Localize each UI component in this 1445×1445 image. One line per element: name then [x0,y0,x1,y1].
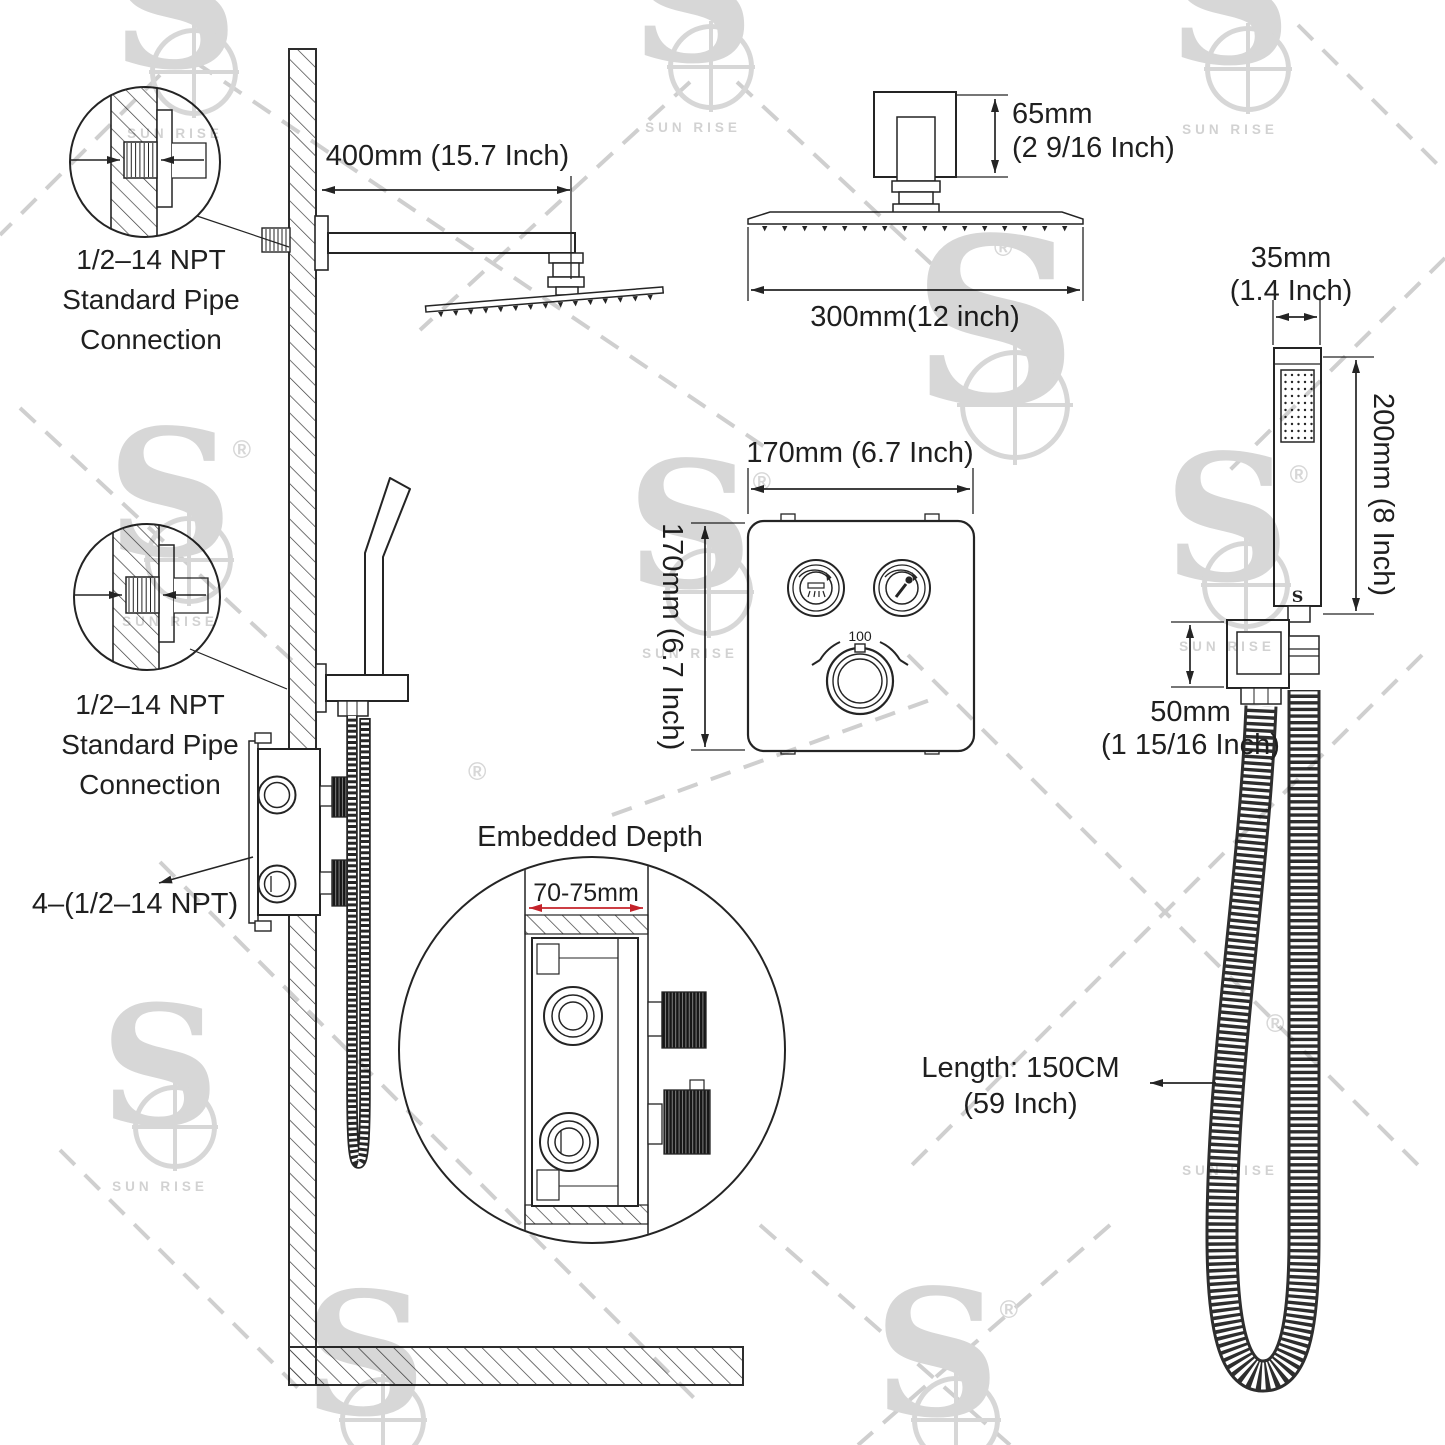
hose-length-line2: (59 Inch) [963,1088,1078,1120]
embedded-depth-value: 70-75mm [533,879,639,907]
head-height-in: (2 9/16 Inch) [1012,132,1175,164]
handheld-brand-mark: S [1291,587,1304,606]
control-panel-front-view [691,468,976,755]
hand-shower-side-view [315,477,411,717]
handheld-mode-button [873,559,931,617]
valve-ports-label: 4–(1/2–14 NPT) [31,888,239,920]
head-width-label: 300mm(12 inch) [810,301,1020,333]
hand-shower-icon [894,576,913,598]
detail-circle-mid-pipe [73,523,288,690]
handheld-width-in: (1.4 Inch) [1229,275,1353,307]
valve-ports-leader-arrow [158,856,254,884]
pipe-connection-top-label: 1/2–14 NPT Standard Pipe Connection [28,240,274,359]
pipe-top-line2: Standard Pipe [62,283,240,315]
arm-length-label: 400mm (15.7 Inch) [325,140,570,172]
hose-length-line1: Length: 150CM [921,1052,1120,1084]
shower-hose-front-loop [1205,690,1321,1393]
embedded-depth-title: Embedded Depth [477,821,703,853]
head-height-mm: 65mm [1012,98,1093,130]
handheld-length-label: 200mm (8 Inch) [1367,393,1399,597]
pipe-top-line1: 1/2–14 NPT [76,244,226,275]
rain-mode-button [787,559,845,617]
panel-width-label: 170mm (6.7 Inch) [746,437,974,469]
panel-height-label: 170mm (6.7 Inch) [656,523,688,751]
hose-length-label: Length: 150CM (59 Inch) [908,1050,1133,1122]
holder-height-label: 50mm (1 15/16 Inch) [1078,696,1303,762]
knob-scale-label: 100 [848,628,872,644]
pipe-connection-mid-label: 1/2–14 NPT Standard Pipe Connection [27,685,273,804]
holder-height-mm: 50mm [1150,696,1231,728]
holder-height-in: (1 15/16 Inch) [1101,729,1280,761]
dim-arm-length-lines [322,176,572,279]
embedded-depth-detail [398,856,786,1244]
handheld-width-label: 35mm (1.4 Inch) [1196,242,1386,308]
head-height-label: 65mm (2 9/16 Inch) [1012,97,1212,165]
pipe-mid-line3: Connection [79,768,221,800]
pipe-mid-line1: 1/2–14 NPT [75,689,225,720]
pipe-top-line3: Connection [80,323,222,355]
rain-head-tilted-plate [424,286,665,318]
shower-arm-side-view [261,215,665,318]
handheld-width-mm: 35mm [1250,242,1332,274]
pipe-mid-line2: Standard Pipe [61,728,239,760]
detail-circle-top-pipe [69,86,290,248]
handheld-shower-front-view [1226,347,1322,705]
shower-hose-side-loop [346,716,371,1169]
rain-head-icon [807,582,826,598]
